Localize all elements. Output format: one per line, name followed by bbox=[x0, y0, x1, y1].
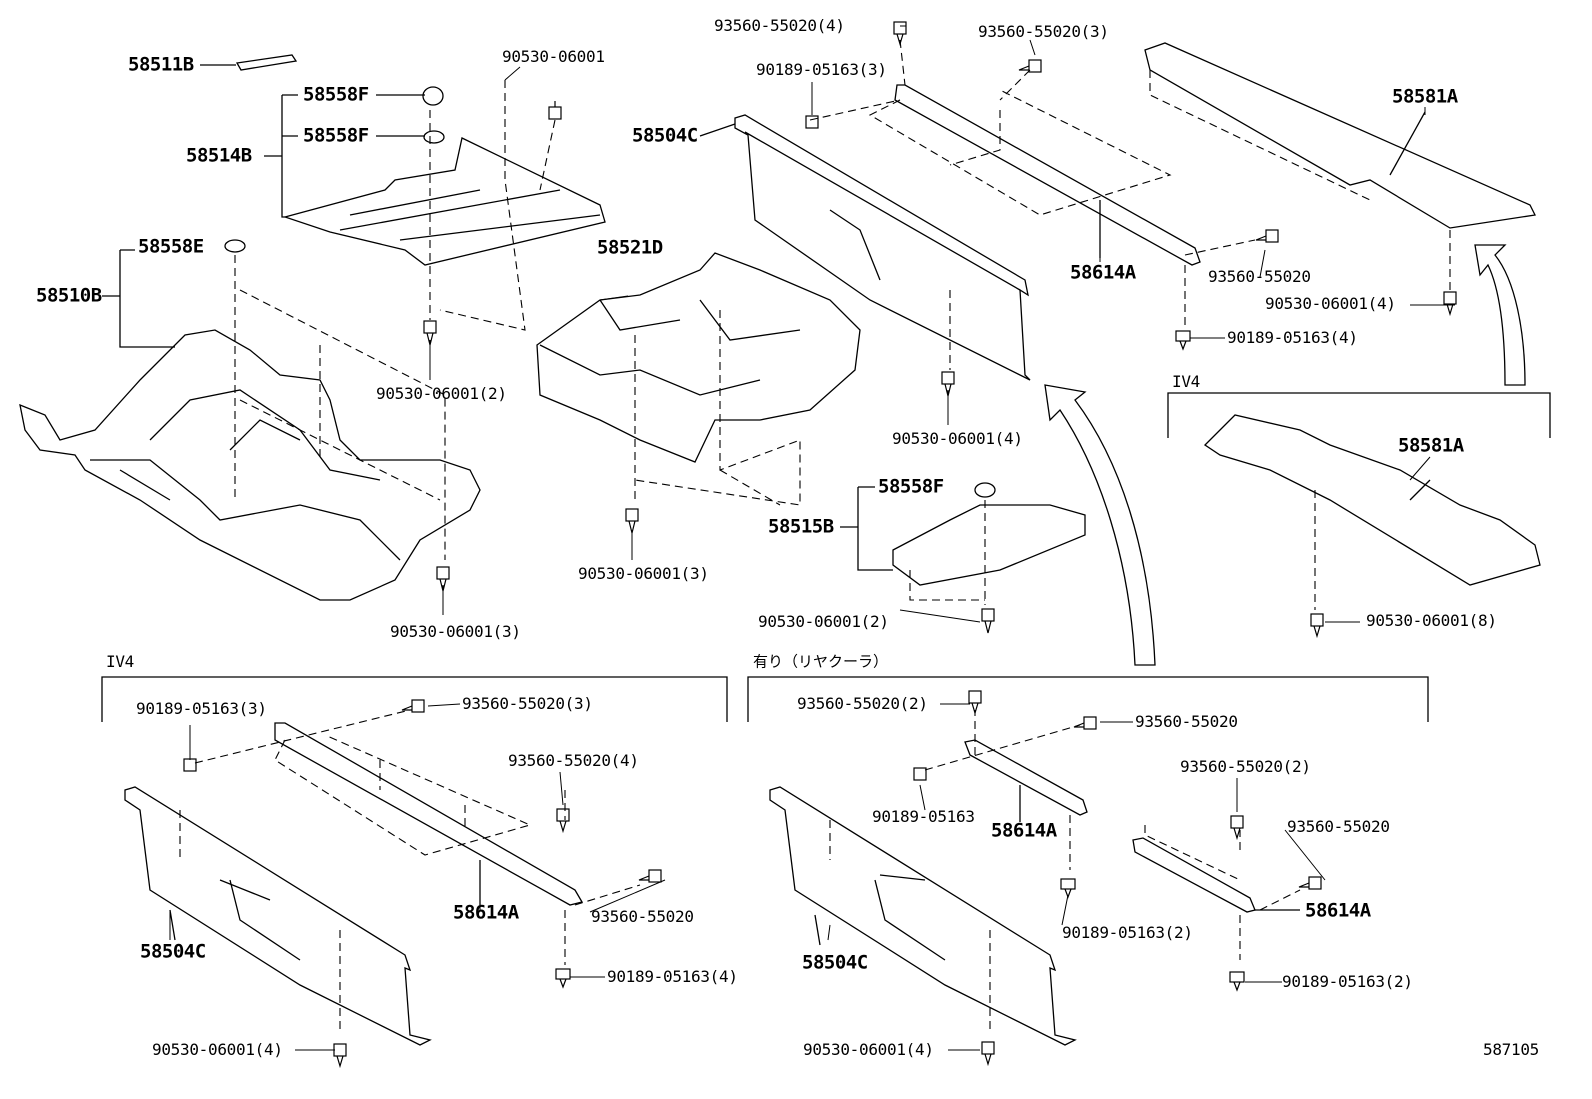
part-number-label: 93560-55020(4) bbox=[508, 751, 639, 770]
arrow-icon bbox=[1474, 244, 1526, 386]
group-condition-label: IV4 bbox=[1172, 372, 1200, 391]
part-number-label: 90189-05163(4) bbox=[1227, 328, 1358, 347]
part-58614a-bottom-right-long bbox=[1132, 837, 1300, 913]
part-number-label: 90189-05163(3) bbox=[136, 699, 267, 718]
part-number-label: 58558F bbox=[303, 124, 369, 147]
fastener-icons bbox=[183, 21, 1457, 1069]
part-number-label: 90530-06001(8) bbox=[1366, 611, 1497, 630]
rear-cooler-group-frame bbox=[747, 676, 1429, 722]
part-number-label: 58521D bbox=[597, 236, 663, 259]
part-number-label: 90530-06001(4) bbox=[803, 1040, 934, 1059]
part-58504c-bottom-right bbox=[769, 786, 1077, 1046]
part-58521d bbox=[536, 252, 861, 463]
part-58511b bbox=[200, 54, 298, 71]
part-number-label: 58514B bbox=[186, 144, 252, 167]
part-58514b bbox=[264, 86, 606, 266]
part-58504c-top bbox=[699, 114, 1031, 381]
arrow-icon bbox=[1044, 384, 1156, 666]
part-number-label: 93560-55020 bbox=[1287, 817, 1390, 836]
part-number-label: 90189-05163(2) bbox=[1062, 923, 1193, 942]
part-58515b bbox=[840, 482, 1086, 586]
part-58510b bbox=[19, 239, 481, 601]
part-number-label: 93560-55020(2) bbox=[797, 694, 928, 713]
part-58581a-iv4 bbox=[1167, 392, 1551, 586]
part-number-label: 93560-55020 bbox=[1135, 712, 1238, 731]
part-number-label: 58614A bbox=[1305, 899, 1371, 922]
part-number-label: 90530-06001(4) bbox=[892, 429, 1023, 448]
part-number-label: 58614A bbox=[453, 901, 519, 924]
part-number-label: 90189-05163 bbox=[872, 807, 975, 826]
part-number-label: 58515B bbox=[768, 515, 834, 538]
part-number-label: 58581A bbox=[1398, 434, 1464, 457]
part-number-label: 58511B bbox=[128, 53, 194, 76]
part-number-label: 93560-55020(2) bbox=[1180, 757, 1311, 776]
part-number-label: 90189-05163(4) bbox=[607, 967, 738, 986]
part-number-label: 93560-55020(4) bbox=[714, 16, 845, 35]
part-number-label: 58614A bbox=[991, 819, 1057, 842]
part-number-label: 90530-06001 bbox=[502, 47, 605, 66]
part-number-label: 58558F bbox=[303, 83, 369, 106]
part-number-label: 93560-55020 bbox=[1208, 267, 1311, 286]
part-number-label: 90530-06001(4) bbox=[152, 1040, 283, 1059]
part-number-label: 93560-55020(3) bbox=[462, 694, 593, 713]
part-number-label: 58614A bbox=[1070, 261, 1136, 284]
part-58614a-bottom-right-short bbox=[964, 739, 1088, 822]
part-number-label: 58558E bbox=[138, 235, 204, 258]
diagram-id-label: 587105 bbox=[1483, 1040, 1539, 1059]
part-number-label: 58504C bbox=[632, 124, 698, 147]
part-number-label: 58504C bbox=[140, 940, 206, 963]
part-number-label: 58581A bbox=[1392, 85, 1458, 108]
part-number-label: 90530-06001(2) bbox=[758, 612, 889, 631]
part-number-label: 90189-05163(3) bbox=[756, 60, 887, 79]
part-number-label: 58558F bbox=[878, 475, 944, 498]
leader-lines bbox=[169, 25, 1455, 1051]
part-number-label: 90530-06001(4) bbox=[1265, 294, 1396, 313]
dashed-guides bbox=[179, 39, 1451, 1030]
part-number-label: 90189-05163(2) bbox=[1282, 972, 1413, 991]
group-condition-label: IV4 bbox=[106, 652, 134, 671]
part-58614a-bottom-left bbox=[274, 722, 583, 906]
part-number-label: 93560-55020 bbox=[591, 907, 694, 926]
part-number-label: 90530-06001(3) bbox=[578, 564, 709, 583]
part-58504c-bottom-left bbox=[124, 786, 432, 1046]
part-number-label: 90530-06001(2) bbox=[376, 384, 507, 403]
part-58614a-top bbox=[894, 84, 1201, 266]
part-number-label: 90530-06001(3) bbox=[390, 622, 521, 641]
part-number-label: 58504C bbox=[802, 951, 868, 974]
part-number-label: 93560-55020(3) bbox=[978, 22, 1109, 41]
part-58581a-top bbox=[1144, 42, 1536, 229]
iv4-group-frame bbox=[101, 676, 728, 722]
part-number-label: 58510B bbox=[36, 284, 102, 307]
group-condition-label: 有り（リヤクーラ） bbox=[753, 652, 889, 671]
